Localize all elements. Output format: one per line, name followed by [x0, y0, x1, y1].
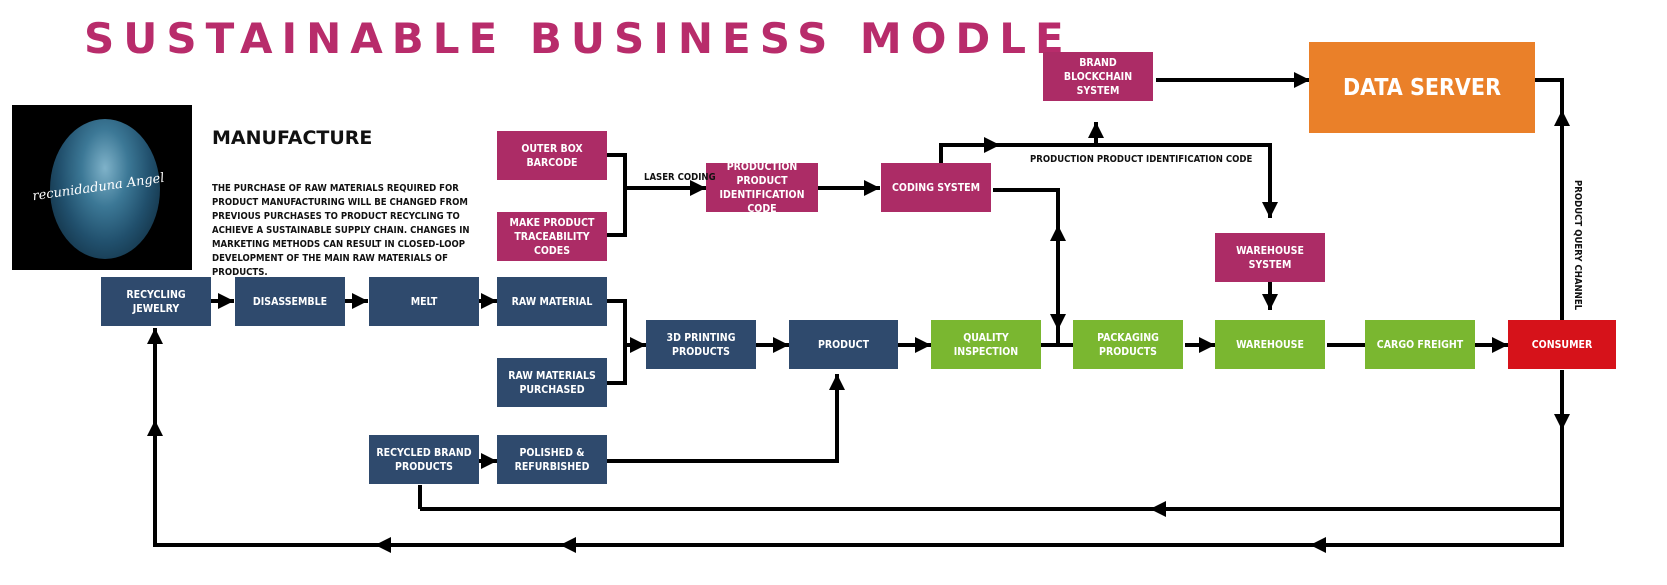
- node-raw-materials-purchased: RAW MATERIALS PURCHASED: [497, 358, 607, 407]
- node-warehouse: WAREHOUSE: [1215, 320, 1325, 369]
- brand-logo-image: recunidaduna Angel: [12, 105, 192, 270]
- edge-rawmaterial-3d: [607, 299, 646, 353]
- node-3d-printing: 3D PRINTING PRODUCTS: [646, 320, 756, 369]
- node-coding-system: CODING SYSTEM: [881, 163, 991, 212]
- node-polished-refurbished: POLISHED & REFURBISHED: [497, 435, 607, 484]
- node-consumer: CONSUMER: [1508, 320, 1616, 369]
- page-title: SUSTAINABLE BUSINESS MODLE: [84, 14, 1073, 63]
- node-melt: MELT: [369, 277, 479, 326]
- edge-barcode-merge: [607, 153, 627, 237]
- edge-coding-top: [939, 143, 1278, 218]
- node-warehouse-system: WAREHOUSE SYSTEM: [1215, 233, 1325, 282]
- node-packaging-products: PACKAGING PRODUCTS: [1073, 320, 1183, 369]
- edge-polished-product: [607, 374, 845, 463]
- node-brand-blockchain: BRAND BLOCKCHAIN SYSTEM: [1043, 52, 1153, 101]
- node-product: PRODUCT: [789, 320, 898, 369]
- node-outer-box-barcode: OUTER BOX BARCODE: [497, 131, 607, 180]
- ocean-photo-oval: [50, 119, 160, 259]
- label-laser-coding: LASER CODING: [644, 172, 716, 183]
- node-disassemble: DISASSEMBLE: [235, 277, 345, 326]
- edge-purchased-3d: [607, 345, 627, 385]
- node-data-server: DATA SERVER: [1309, 42, 1535, 133]
- node-cargo-freight: CARGO FREIGHT: [1365, 320, 1475, 369]
- label-product-query-channel: PRODUCT QUERY CHANNEL: [1572, 180, 1583, 311]
- node-quality-inspection: QUALITY INSPECTION: [931, 320, 1041, 369]
- node-recycled-brand-products: RECYCLED BRAND PRODUCTS: [369, 435, 479, 484]
- edge-consumer-server: [1535, 78, 1564, 320]
- section-description: THE PURCHASE OF RAW MATERIALS REQUIRED F…: [212, 183, 470, 278]
- node-recycling-jewelry: RECYCLING JEWELRY: [101, 277, 211, 326]
- section-title: MANUFACTURE: [212, 127, 373, 149]
- label-production-id-code: PRODUCTION PRODUCT IDENTIFICATION CODE: [1030, 154, 1253, 165]
- node-production-id-code: PRODUCTION PRODUCT IDENTIFICATION CODE: [706, 161, 818, 215]
- node-raw-material: RAW MATERIAL: [497, 277, 607, 326]
- node-traceability-codes: MAKE PRODUCT TRACEABILITY CODES: [497, 212, 607, 261]
